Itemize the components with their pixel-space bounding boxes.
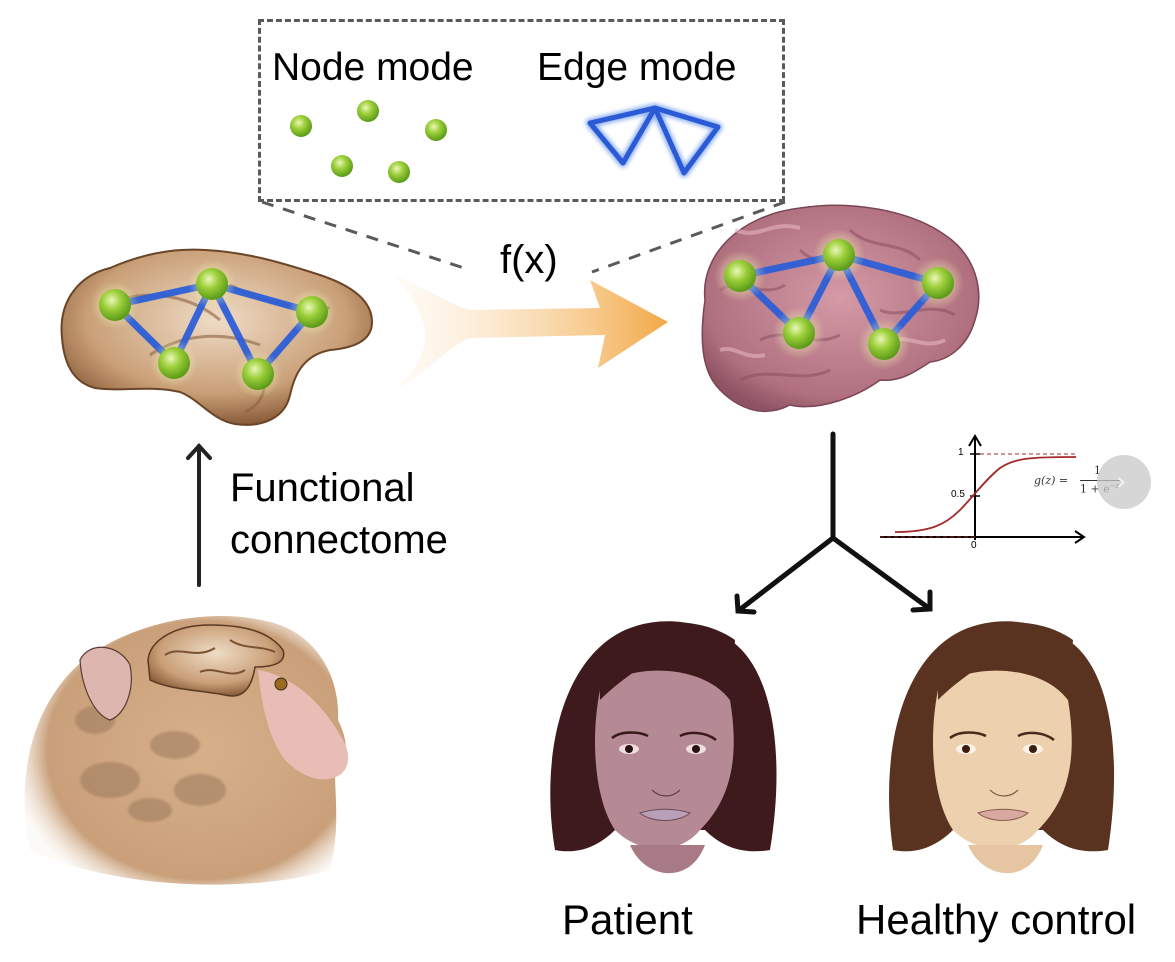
functional-connectome-line-1: Functional bbox=[230, 466, 415, 510]
network-node bbox=[296, 296, 328, 328]
healthy-control-face-illustration bbox=[889, 621, 1115, 874]
network-node bbox=[823, 239, 855, 271]
edge-mode-title: Edge mode bbox=[537, 46, 737, 89]
node-sample bbox=[357, 100, 379, 122]
up-arrow bbox=[186, 443, 212, 587]
mode-legend-box bbox=[258, 19, 785, 202]
node-sample bbox=[425, 119, 447, 141]
sigmoid-formula-lhs: g(z) = bbox=[1034, 474, 1069, 487]
node-mode-title: Node mode bbox=[272, 46, 474, 89]
functional-connectome-label: Functional connectome bbox=[230, 462, 448, 566]
node-sample bbox=[388, 161, 410, 183]
network-node bbox=[783, 317, 815, 349]
patient-face-illustration bbox=[550, 621, 777, 874]
human-brain-shape bbox=[701, 204, 980, 413]
network-node bbox=[158, 347, 190, 379]
sigmoid-curve bbox=[894, 456, 1077, 533]
node-mode-nodes bbox=[290, 100, 447, 183]
node-sample bbox=[331, 155, 353, 177]
edge-mode-triangles bbox=[585, 103, 723, 178]
healthy-control-label: Healthy control bbox=[856, 896, 1137, 943]
sigmoid-ytick-0-5: 0.5 bbox=[951, 489, 965, 500]
network-node bbox=[99, 289, 131, 321]
chevron-right-icon: › bbox=[1116, 467, 1127, 497]
node-sample bbox=[290, 115, 312, 137]
monkey-brain-network bbox=[60, 248, 374, 426]
next-slide-button[interactable]: › bbox=[1097, 455, 1151, 509]
network-node bbox=[724, 260, 756, 292]
sigmoid-formula-numerator: 1 bbox=[1094, 464, 1101, 477]
sigmoid-xtick-0: 0 bbox=[971, 540, 977, 551]
network-node bbox=[196, 268, 228, 300]
transfer-arrow bbox=[395, 275, 668, 390]
transform-function-label: f(x) bbox=[500, 238, 558, 282]
sigmoid-ytick-1: 1 bbox=[958, 447, 964, 458]
sigmoid-inset bbox=[880, 434, 1086, 544]
patient-label: Patient bbox=[562, 896, 693, 943]
network-node bbox=[242, 358, 274, 390]
functional-connectome-line-2: connectome bbox=[230, 518, 448, 562]
network-node bbox=[868, 328, 900, 360]
human-brain-network bbox=[701, 204, 980, 413]
monkey-head-illustration bbox=[24, 616, 349, 885]
network-node bbox=[922, 267, 954, 299]
callout-line-left bbox=[261, 200, 471, 272]
branch-arrows bbox=[734, 431, 933, 615]
